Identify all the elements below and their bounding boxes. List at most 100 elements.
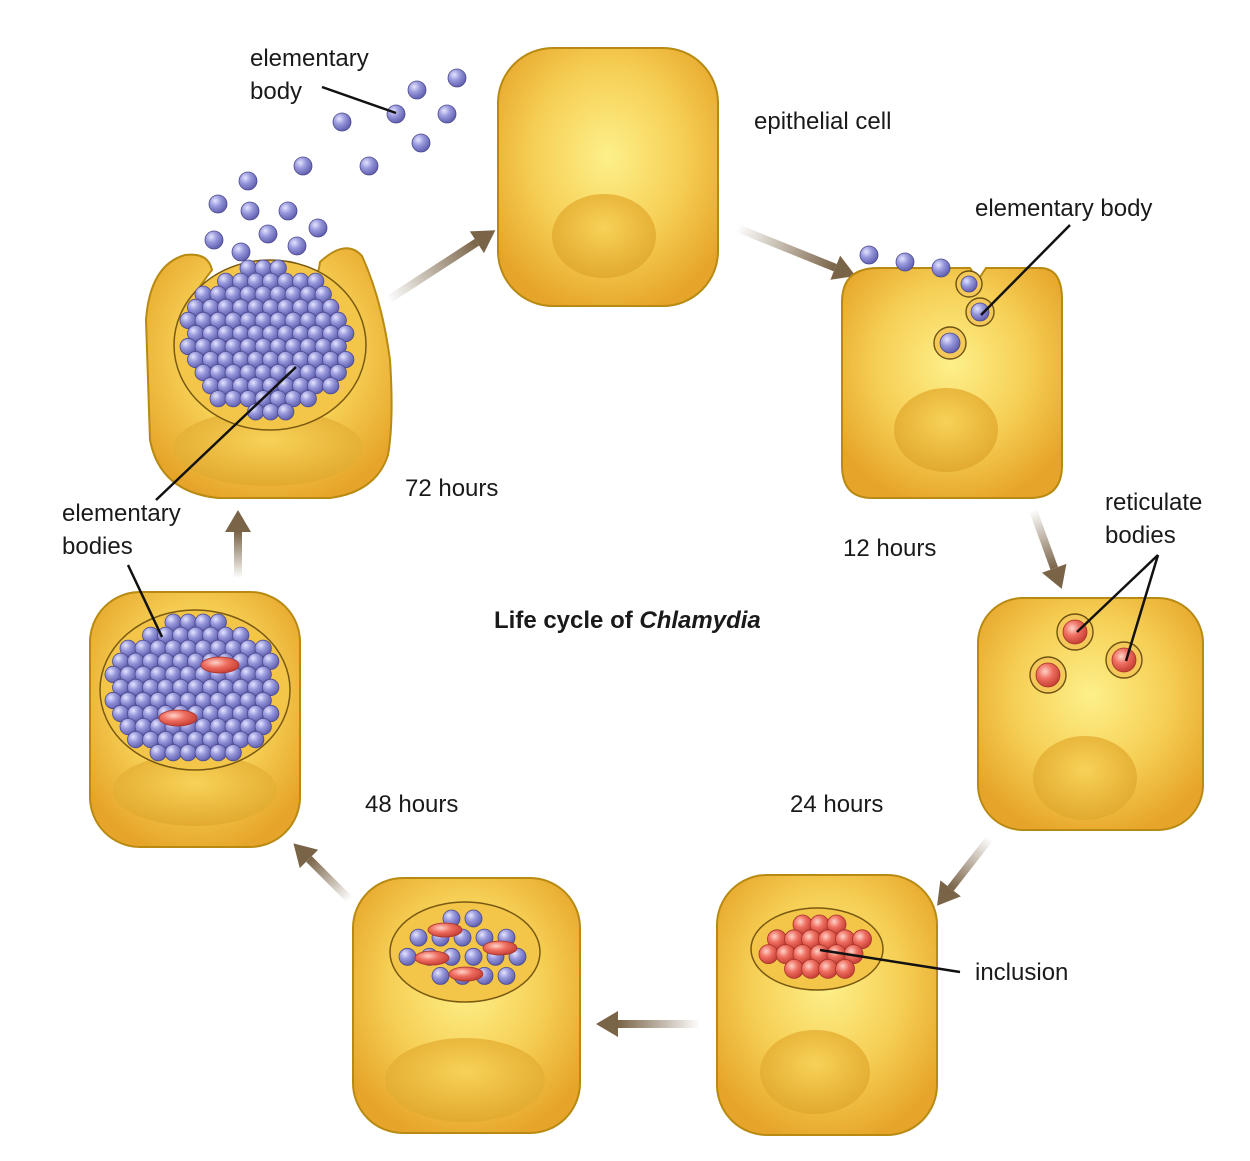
- label-elementary-body-line1: elementary: [250, 45, 369, 72]
- elementary-body: [970, 302, 990, 322]
- reticulate-body: [1111, 647, 1137, 673]
- elementary-body: [208, 194, 228, 214]
- cell-reticulate-bodies: [977, 597, 1204, 831]
- elementary-body: [359, 156, 379, 176]
- elementary-body: [164, 744, 182, 762]
- diagram-title: Life cycle of Chlamydia: [494, 607, 761, 634]
- time-72-hours: 72 hours: [405, 475, 498, 502]
- cell-nucleus: [552, 194, 656, 278]
- elementary-body: [278, 201, 298, 221]
- elementary-body: [209, 744, 227, 762]
- elementary-body: [277, 403, 295, 421]
- elementary-body: [322, 377, 340, 395]
- elementary-body: [262, 403, 280, 421]
- reticulate-body-cluster: [758, 914, 872, 979]
- elementary-body-cluster: [179, 259, 355, 421]
- label-elementary-body-line2: body: [250, 78, 302, 105]
- reticulate-body: [427, 922, 463, 938]
- elementary-body: [293, 156, 313, 176]
- elementary-body: [337, 350, 355, 369]
- label-reticulate-bodies-line2: bodies: [1105, 522, 1176, 549]
- elementary-body: [254, 665, 272, 684]
- elementary-body: [409, 928, 428, 947]
- leader-elementary-body-right: [980, 224, 1071, 316]
- elementary-body: [204, 230, 224, 250]
- reticulate-body: [852, 929, 872, 950]
- reticulate-body: [758, 944, 779, 964]
- elementary-body: [960, 275, 978, 293]
- elementary-body: [411, 133, 431, 153]
- elementary-body: [224, 390, 242, 408]
- elementary-body: [149, 744, 167, 762]
- elementary-body: [332, 112, 352, 132]
- time-48-hours: 48 hours: [365, 791, 458, 818]
- elementary-body: [254, 639, 272, 657]
- cell-48-hours: [352, 877, 581, 1134]
- leader-lines: [126, 85, 1160, 974]
- released-elementary-bodies: [204, 68, 467, 262]
- leader-elementary-bodies-72: [155, 366, 297, 501]
- arrow-12-to-reticulate: [1029, 508, 1067, 589]
- elementary-body: [232, 626, 250, 644]
- elementary-body: [464, 909, 483, 928]
- cell-nucleus: [760, 1030, 870, 1114]
- elementary-body: [931, 258, 951, 278]
- cell-mature-inclusion: [89, 591, 301, 848]
- elementary-body: [307, 272, 325, 290]
- reticulate-body: [784, 959, 804, 979]
- elementary-body: [322, 298, 340, 316]
- elementary-body: [447, 68, 467, 88]
- elementary-body: [386, 104, 406, 124]
- elementary-body: [262, 704, 280, 723]
- elementary-body: [497, 967, 516, 985]
- elementary-body: [308, 218, 328, 238]
- arrow-mature-to-72: [225, 510, 251, 578]
- reticulate-body: [448, 966, 484, 982]
- leader-inclusion: [819, 948, 961, 974]
- cell-nucleus: [385, 1038, 545, 1122]
- elementary-body: [269, 259, 287, 277]
- elementary-body: [254, 717, 272, 736]
- cycle-arrows: [225, 224, 1067, 1037]
- reticulate-body: [826, 914, 847, 935]
- elementary-body: [895, 252, 915, 272]
- elementary-body: [287, 236, 307, 256]
- elementary-body: [407, 80, 427, 100]
- reticulate-body: [835, 959, 855, 979]
- elementary-body: [224, 744, 242, 762]
- leader-elementary-bodies-mature: [126, 564, 164, 638]
- elementary-body: [859, 245, 879, 265]
- elementary-body: [262, 652, 280, 670]
- elementary-body: [329, 363, 347, 382]
- elementary-body: [329, 311, 347, 329]
- elementary-body: [337, 324, 355, 343]
- leader-reticulate-2: [1124, 554, 1160, 662]
- elementary-body: [231, 242, 251, 262]
- reticulate-body: [801, 959, 821, 979]
- leader-elementary-body-top: [321, 85, 397, 115]
- reticulate-body: [482, 940, 518, 956]
- elementary-body: [254, 691, 272, 710]
- reticulate-body: [1035, 662, 1061, 688]
- cell-nucleus: [113, 754, 277, 826]
- leader-reticulate-1: [1076, 554, 1159, 633]
- arrow-inclusion-to-48: [596, 1011, 700, 1037]
- title-prefix: Life cycle of: [494, 607, 639, 634]
- elementary-body: [939, 332, 961, 354]
- reticulate-body: [158, 709, 198, 727]
- label-elementary-bodies-line1: elementary: [62, 500, 181, 527]
- epithelial-cell-uninfected: [497, 47, 719, 307]
- elementary-body: [258, 224, 278, 244]
- arrow-24-to-inclusion: [937, 835, 994, 906]
- cell-nucleus: [173, 410, 363, 486]
- elementary-body-cluster: [104, 613, 280, 762]
- time-24-hours: 24 hours: [790, 791, 883, 818]
- labels: elementary body epithelial cell elementa…: [62, 45, 1202, 986]
- elementary-body: [209, 613, 227, 631]
- reticulate-body: [414, 950, 450, 966]
- cell-nucleus: [1033, 736, 1137, 820]
- elementary-body: [314, 285, 332, 303]
- elementary-body: [329, 337, 347, 356]
- elementary-body: [262, 678, 280, 697]
